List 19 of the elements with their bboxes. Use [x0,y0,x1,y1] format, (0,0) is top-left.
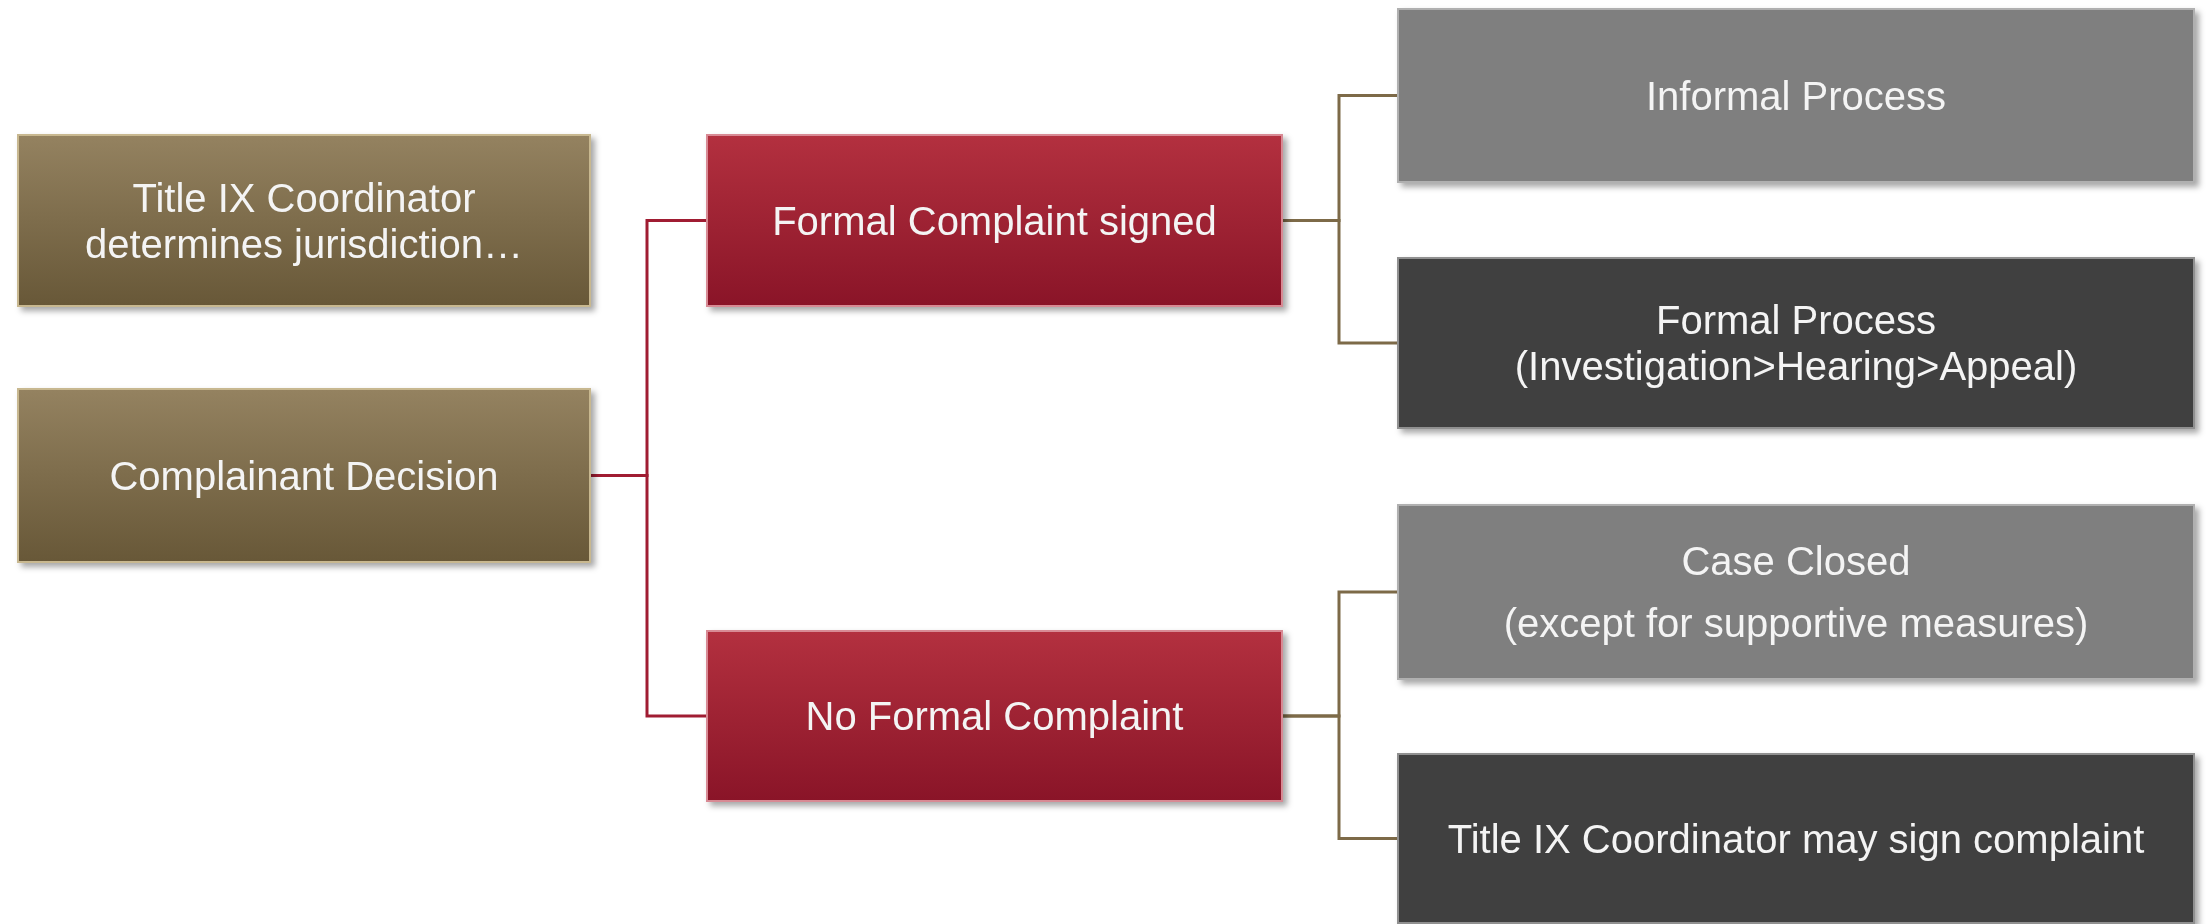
process-box [1397,257,2195,429]
box-text: Case Closed [1681,538,1911,584]
connector-line [591,474,706,718]
process-box [1397,753,2195,924]
box-text: Title IX Coordinator may sign complaint [1447,815,2145,862]
box-text: Formal Process (Investigation>Hearing>Appeal) [1513,297,2079,389]
outcome-box [706,630,1283,802]
box-text: (except for supportive measures) [1503,600,2089,646]
box-text: No Formal Complaint [805,693,1184,739]
box-text: Complainant Decision [109,452,499,499]
outcome-box [706,134,1283,307]
box-text: Formal Complaint signed [772,197,1217,244]
decision-box [17,388,591,563]
process-box [1397,8,2195,183]
connector-line [1283,714,1397,840]
process-box [17,134,591,307]
box-text: Informal Process [1645,72,1947,119]
process-box [1397,504,2195,680]
box-text: Title IX Coordinator determines jurisdiction… [84,174,524,267]
